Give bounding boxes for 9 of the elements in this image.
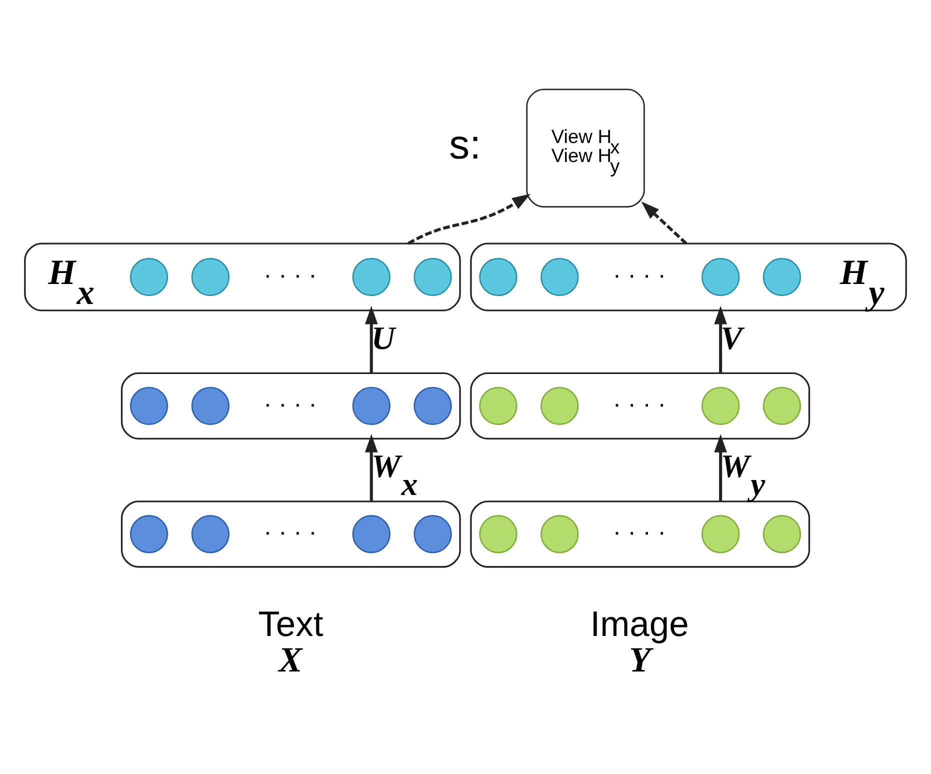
edge-label: U <box>371 320 396 356</box>
edge-label: V <box>720 320 742 356</box>
label: · · · · <box>612 390 666 418</box>
label: · · · · <box>264 518 317 546</box>
label: · · · · <box>264 390 317 418</box>
label: · · · · <box>612 518 666 546</box>
label: · · · · <box>612 262 666 289</box>
label: s: <box>449 120 481 167</box>
label: · · · · <box>264 262 317 289</box>
